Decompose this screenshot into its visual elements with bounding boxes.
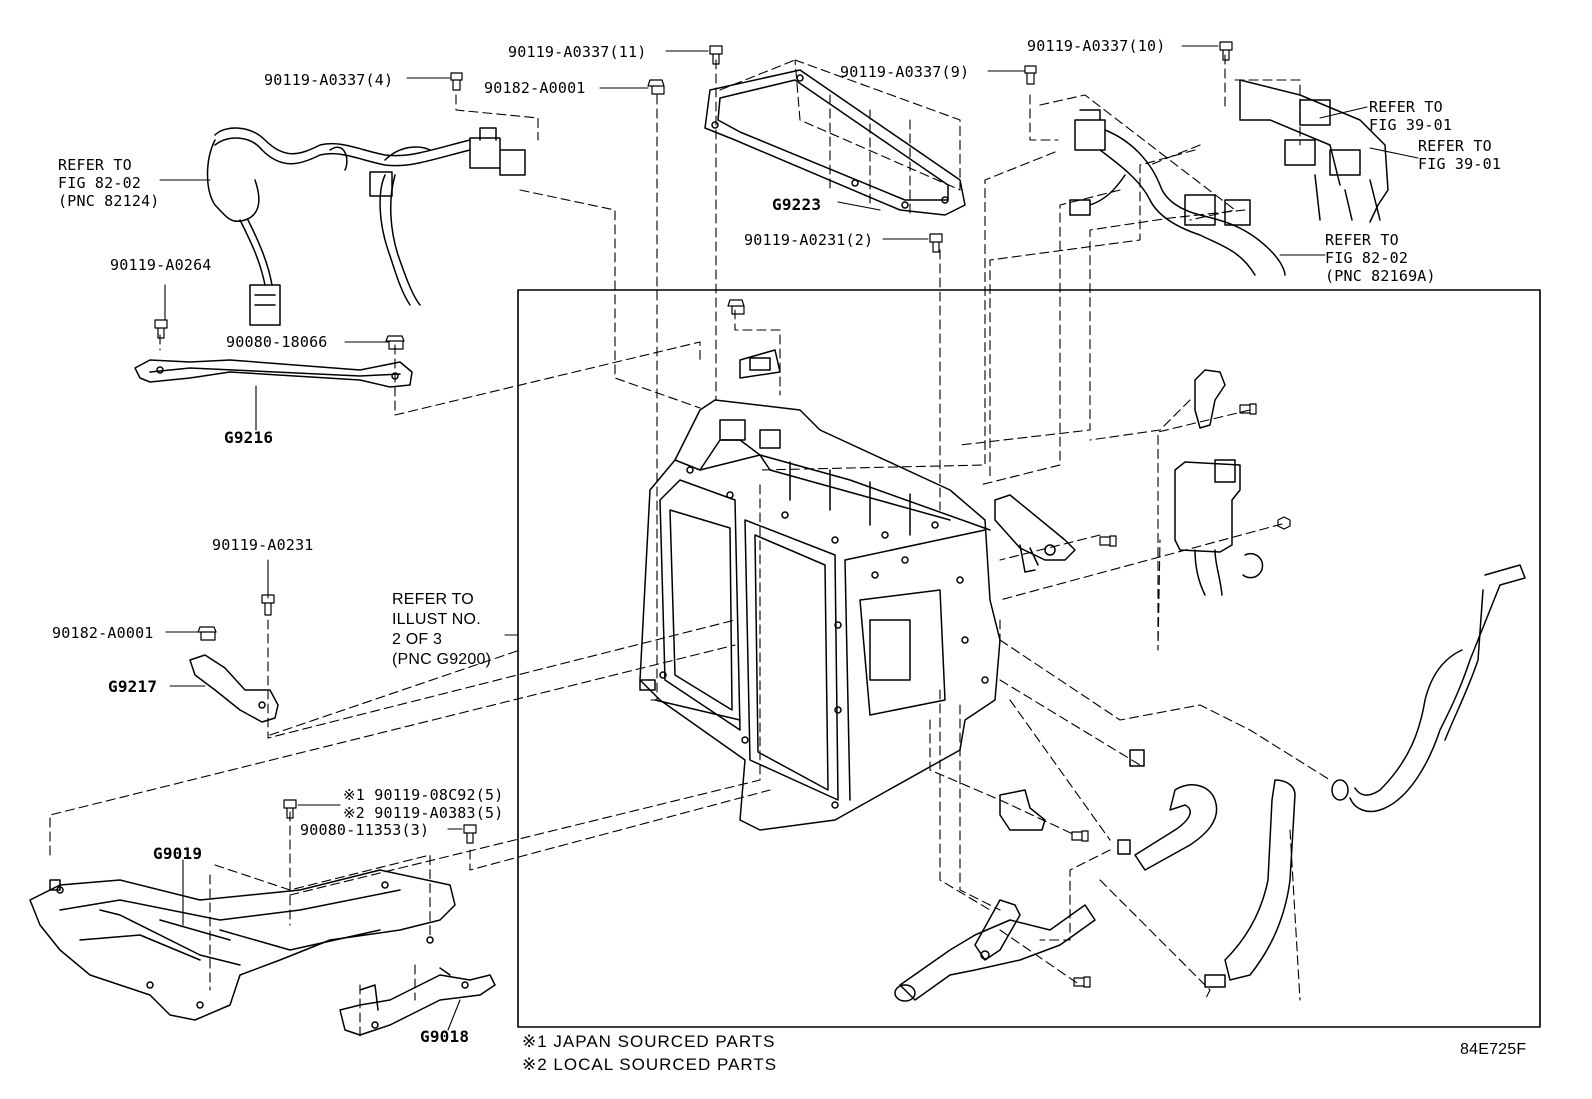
clip-bracket — [999, 789, 1046, 831]
refer-line: ILLUST NO. — [392, 611, 481, 628]
refer-line: FIG 39-01 — [1418, 155, 1502, 173]
refer-line: 2 OF 3 — [392, 631, 443, 648]
coolant-hoses — [1117, 564, 1526, 988]
part-label-90080-18066: 90080-18066 — [226, 333, 328, 351]
leader-lines — [49, 54, 1331, 1041]
inverter-housing — [639, 349, 1001, 831]
part-number-g9019: G9019 — [153, 844, 203, 863]
pipe-fitting — [894, 899, 1096, 1002]
part-label-90119-a0337-4: 90119-A0337(4) — [264, 71, 394, 89]
footnote-local-sourced: ※2 LOCAL SOURCED PARTS — [522, 1055, 778, 1074]
refer-fig-82-02-82124: REFER TO FIG 82-02 (PNC 82124) — [58, 156, 160, 210]
illustration-code: 84E725F — [1460, 1041, 1527, 1058]
bracket-clamp — [1194, 369, 1226, 429]
part-label-90119-a0337-9: 90119-A0337(9) — [840, 63, 970, 81]
part-number-g9018: G9018 — [420, 1027, 470, 1046]
mount-bracket — [994, 494, 1076, 573]
callout-lines — [159, 45, 1419, 1031]
part-number-g9223: G9223 — [772, 195, 822, 214]
part-label-90119-a0264: 90119-A0264 — [110, 256, 212, 274]
part-label-90119-a0231-2: 90119-A0231(2) — [744, 231, 874, 249]
connector-harness-right — [1069, 79, 1389, 276]
part-label-90182-a0001-left: 90182-A0001 — [52, 624, 154, 642]
refer-line: FIG 82-02 — [1325, 249, 1409, 267]
footnote-japan-sourced: ※1 JAPAN SOURCED PARTS — [522, 1032, 776, 1051]
refer-line: REFER TO — [1325, 231, 1399, 249]
refer-line: FIG 82-02 — [58, 174, 142, 192]
wire-harness-left — [206, 127, 526, 326]
refer-fig-39-01-a: REFER TO FIG 39-01 — [1369, 98, 1452, 134]
bolts — [154, 41, 1291, 988]
part-number-g9217: G9217 — [108, 677, 158, 696]
g9223-cover — [704, 69, 966, 216]
refer-line: (PNC 82124) — [58, 192, 160, 210]
part-label-90119-a0383: ※2 90119-A0383(5) — [343, 804, 504, 822]
refer-line: FIG 39-01 — [1369, 116, 1453, 134]
refer-line: (PNC 82169A) — [1325, 267, 1436, 285]
part-label-90080-11353: 90080-11353(3) — [300, 821, 430, 839]
sensor-hose — [1174, 459, 1264, 596]
refer-line: REFER TO — [1369, 98, 1443, 116]
part-label-90119-a0337-11: 90119-A0337(11) — [508, 43, 647, 61]
part-number-g9216: G9216 — [224, 428, 274, 447]
refer-line: REFER TO — [58, 156, 132, 174]
refer-line: (PNC G9200) — [392, 651, 492, 668]
refer-illust-2-of-3: REFER TO ILLUST NO. 2 OF 3 (PNC G9200) — [392, 590, 491, 670]
part-label-90182-a0001-top: 90182-A0001 — [484, 79, 586, 97]
g9217-bracket — [189, 654, 279, 723]
refer-line: REFER TO — [1418, 137, 1492, 155]
part-label-90119-a0337-10: 90119-A0337(10) — [1027, 37, 1166, 55]
g9018-bracket — [339, 967, 496, 1036]
refer-fig-82-02-82169a: REFER TO FIG 82-02 (PNC 82169A) — [1325, 231, 1436, 285]
g9216-bracket — [134, 359, 413, 388]
g9019-crossmember — [29, 869, 456, 1021]
part-label-90119-a0231: 90119-A0231 — [212, 536, 314, 554]
refer-fig-39-01-b: REFER TO FIG 39-01 — [1418, 137, 1501, 173]
refer-line: REFER TO — [392, 591, 474, 608]
assembly-frame — [517, 289, 1541, 1028]
part-label-90119-08c92: ※1 90119-08C92(5) — [343, 786, 504, 804]
